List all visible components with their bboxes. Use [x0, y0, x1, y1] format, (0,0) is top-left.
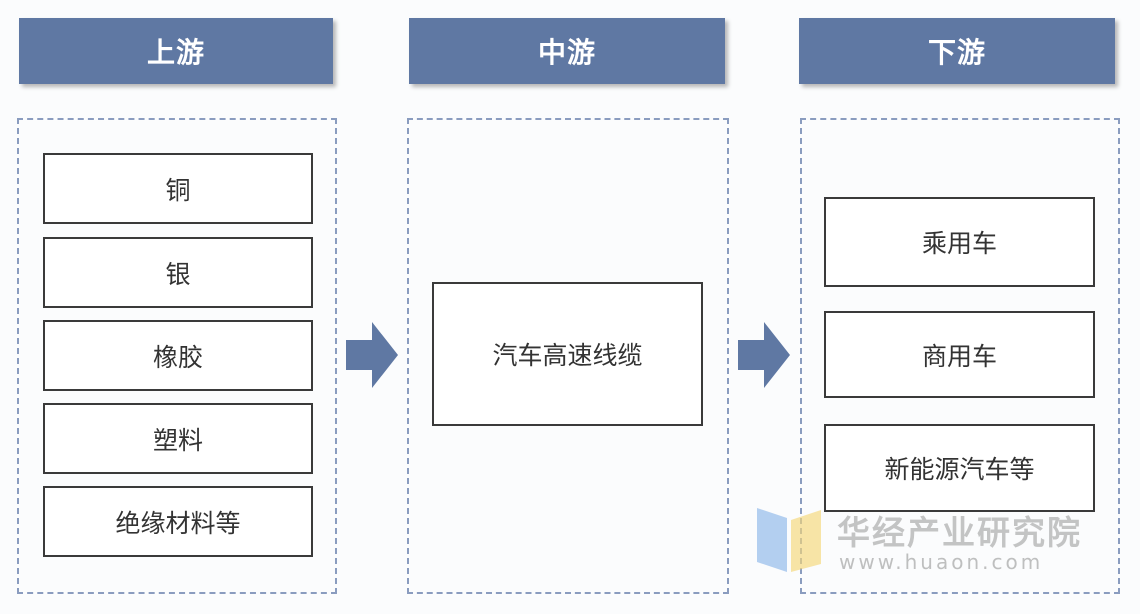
downstream-item-commercial: 商用车	[824, 311, 1095, 398]
midstream-item-cable: 汽车高速线缆	[432, 282, 703, 426]
upstream-item-plastic: 塑料	[43, 403, 313, 474]
midstream-header: 中游	[409, 18, 725, 84]
upstream-item-insulation: 绝缘材料等	[43, 486, 313, 557]
downstream-header: 下游	[799, 18, 1115, 84]
upstream-header: 上游	[19, 18, 333, 84]
upstream-item-rubber: 橡胶	[43, 320, 313, 391]
arrow-right-icon	[346, 322, 398, 388]
upstream-item-silver: 银	[43, 237, 313, 308]
upstream-item-copper: 铜	[43, 153, 313, 224]
downstream-item-nev: 新能源汽车等	[824, 424, 1095, 512]
downstream-item-passenger: 乘用车	[824, 197, 1095, 287]
arrow-right-icon	[738, 322, 790, 388]
